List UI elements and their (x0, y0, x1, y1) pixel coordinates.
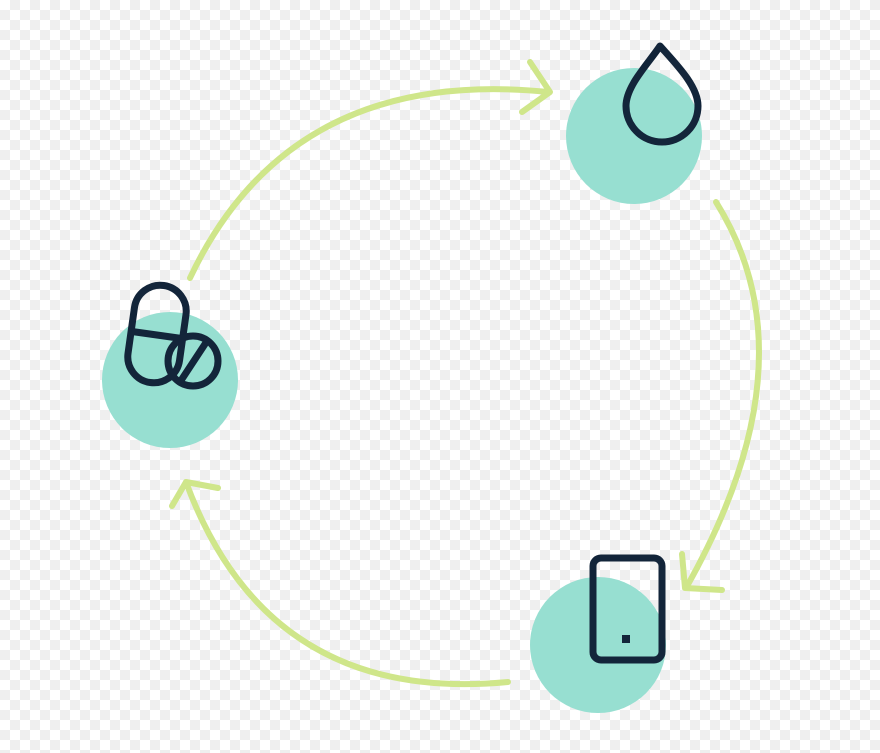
node-smartphone (530, 554, 666, 713)
smartphone-body (589, 554, 666, 664)
cycle-arrow-top (187, 59, 553, 281)
cycle-arrow-top-arc (187, 86, 551, 281)
capsule-pill-divider (130, 327, 184, 343)
cycle-arrow-right-head (679, 551, 725, 593)
cycle-arrow-left (169, 479, 511, 688)
cycle-arrow-left-arc (183, 479, 511, 688)
water-drop-icon (622, 42, 702, 146)
pills-icon (124, 281, 222, 390)
smartphone-icon (589, 554, 666, 664)
node-circle (530, 577, 666, 713)
node-circle (566, 68, 702, 204)
cycle-arrow-top-head (519, 59, 553, 115)
cycle-arrow-right (679, 199, 762, 593)
node-water-drop (566, 42, 702, 204)
cycle-arrow-left-head (169, 479, 221, 509)
round-tablet-score (176, 337, 211, 386)
node-pills (102, 281, 238, 448)
round-tablet (164, 332, 222, 390)
smartphone-home-dot (622, 635, 630, 643)
cycle-arrow-right-arc (683, 199, 762, 591)
